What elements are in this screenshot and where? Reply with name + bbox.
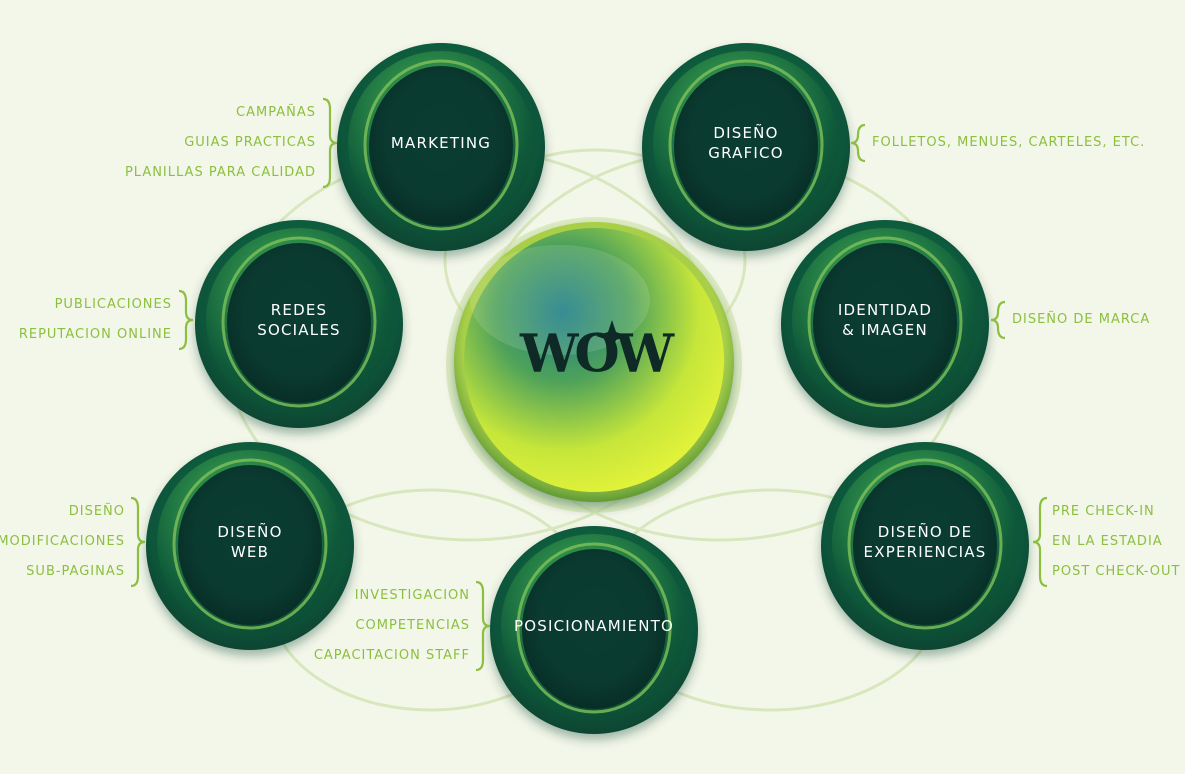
node-inner-rim (847, 458, 1003, 630)
item-diseno-experiencias: EN LA ESTADIA (1052, 534, 1163, 549)
node-core (522, 549, 666, 709)
node-label-line: MARKETING (390, 134, 492, 152)
item-diseno-web: DISEÑO (68, 504, 125, 519)
node-core (227, 243, 371, 403)
node-inner-rim (363, 59, 519, 231)
node-inner-rim (807, 236, 963, 408)
node-diseno-experiencias (821, 442, 1029, 650)
item-redes-sociales: PUBLICACIONES (54, 297, 172, 312)
item-diseno-grafico: FOLLETOS, MENUES, CARTELES, ETC. (872, 135, 1146, 150)
node-label-line: IDENTIDAD (837, 301, 933, 319)
nodes-layer (146, 43, 1029, 734)
node-label-line: REDES (270, 301, 328, 319)
item-diseno-experiencias: POST CHECK-OUT (1052, 564, 1181, 579)
item-diseno-web: MODIFICACIONES (0, 534, 125, 549)
node-label-identidad-imagen: IDENTIDAD & IMAGEN (838, 300, 932, 340)
node-core (674, 66, 818, 226)
node-inner-rim (172, 458, 328, 630)
node-label-line: POSICIONAMIENTO (513, 617, 675, 635)
node-label-diseno-web: DISEÑO WEB (217, 522, 282, 562)
item-posicionamiento: CAPACITACION STAFF (313, 648, 470, 663)
node-label-line: DISEÑO DE (877, 523, 973, 541)
item-diseno-web: SUB-PAGINAS (26, 564, 125, 579)
item-posicionamiento: INVESTIGACION (354, 588, 470, 603)
node-marketing (337, 43, 545, 251)
node-label-marketing: MARKETING (391, 133, 491, 153)
brace-marketing (322, 97, 338, 189)
node-inner-rim (668, 59, 824, 231)
sparkle-icon (596, 320, 628, 352)
item-redes-sociales: REPUTACION ONLINE (18, 327, 172, 342)
node-core (813, 243, 957, 403)
node-label-line: SOCIALES (257, 321, 341, 339)
brace-diseno-experiencias (1032, 496, 1048, 588)
wow-logo: WOW (519, 323, 674, 385)
center-hub (446, 217, 742, 513)
node-inner-rim (516, 542, 672, 714)
node-label-line: DISEÑO (713, 124, 779, 142)
item-marketing: GUIAS PRACTICAS (184, 135, 316, 150)
node-inner-rim (221, 236, 377, 408)
node-label-line: GRAFICO (708, 144, 784, 162)
node-diseno-web (146, 442, 354, 650)
center-highlight (470, 245, 650, 355)
node-label-redes-sociales: REDES SOCIALES (257, 300, 340, 340)
node-posicionamiento (490, 526, 698, 734)
brace-identidad-imagen (990, 300, 1006, 340)
node-label-line: WEB (230, 543, 270, 561)
item-marketing: PLANILLAS PARA CALIDAD (124, 165, 316, 180)
node-label-diseno-experiencias: DISEÑO DE EXPERIENCIAS (864, 522, 987, 562)
brace-redes-sociales (178, 289, 194, 351)
item-diseno-experiencias: PRE CHECK-IN (1052, 504, 1155, 519)
node-identidad-imagen (781, 220, 989, 428)
node-diseno-grafico (642, 43, 850, 251)
item-marketing: CAMPAÑAS (236, 105, 316, 120)
node-core (853, 465, 997, 625)
node-label-line: & IMAGEN (842, 321, 928, 339)
node-core (178, 465, 322, 625)
item-posicionamiento: COMPETENCIAS (355, 618, 470, 633)
node-label-line: DISEÑO (217, 523, 283, 541)
brace-diseno-grafico (850, 123, 866, 163)
node-label-line: EXPERIENCIAS (863, 543, 987, 561)
brace-diseno-web (130, 496, 146, 588)
node-core (369, 66, 513, 226)
node-label-posicionamiento: POSICIONAMIENTO (514, 616, 674, 636)
brace-posicionamiento (475, 580, 491, 672)
item-identidad-imagen: DISEÑO DE MARCA (1012, 312, 1151, 327)
braces-layer (130, 97, 1048, 672)
node-redes-sociales (195, 220, 403, 428)
node-label-diseno-grafico: DISEÑO GRAFICO (708, 123, 783, 163)
center-orb (464, 228, 724, 492)
